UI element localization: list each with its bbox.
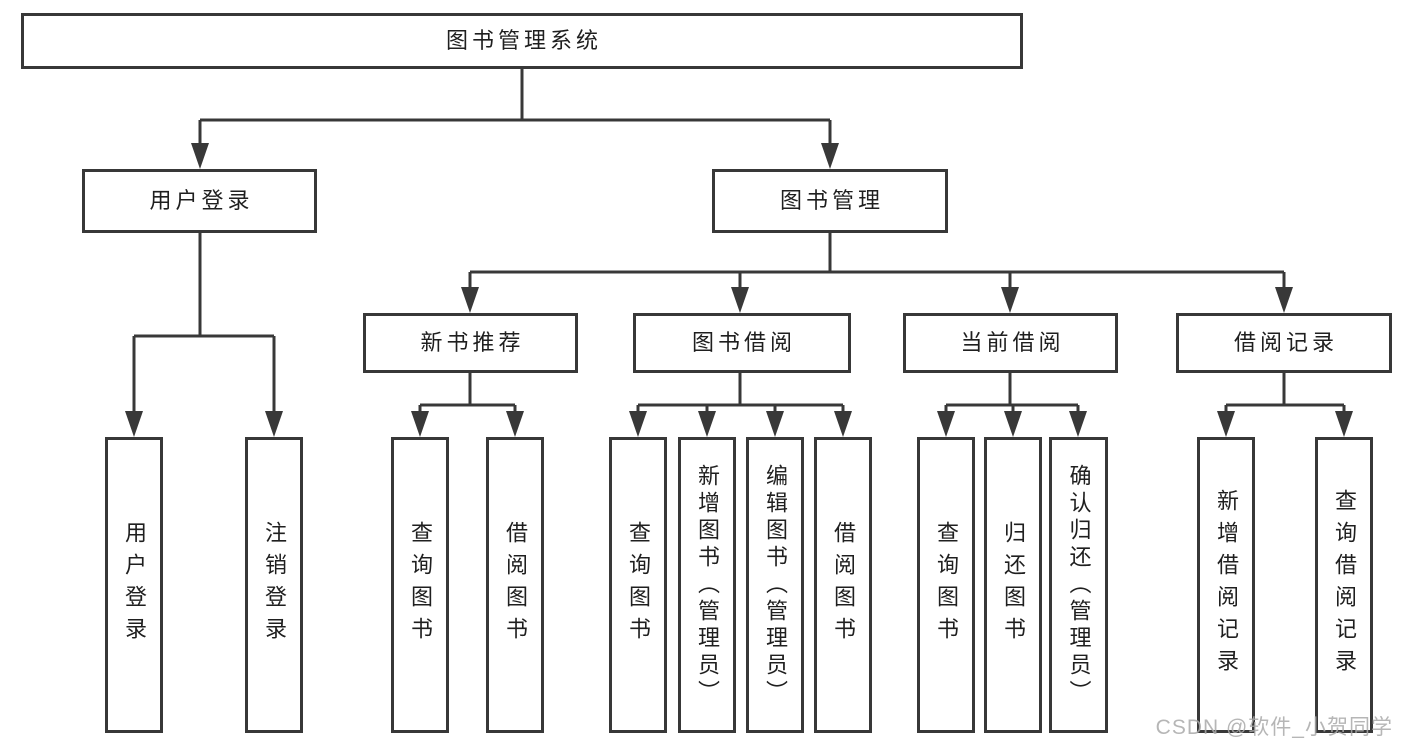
node-root: 图书管理系统: [21, 13, 1023, 69]
watermark: CSDN @软件_小贺同学: [1155, 716, 1393, 739]
leaf-borrow-books: 借阅图书: [814, 437, 872, 733]
leaf-add-borrow-record: 新增借阅记录: [1197, 437, 1255, 733]
leaf-query-books-current: 查询图书: [917, 437, 975, 733]
leaf-query-books-rec: 查询图书: [391, 437, 449, 733]
leaf-confirm-return-admin: 确认归还（管理员）: [1049, 437, 1108, 733]
leaf-query-books-borrow: 查询图书: [609, 437, 667, 733]
node-new-book-rec: 新书推荐: [363, 313, 578, 373]
arrowheads: [125, 143, 1353, 437]
leaf-logout: 注销登录: [245, 437, 303, 733]
leaf-return-books: 归还图书: [984, 437, 1042, 733]
node-user-login: 用户登录: [82, 169, 317, 233]
leaf-query-borrow-record: 查询借阅记录: [1315, 437, 1373, 733]
node-current-borrow: 当前借阅: [903, 313, 1118, 373]
connector-shafts: [132, 69, 1346, 418]
leaf-borrow-books-rec: 借阅图书: [486, 437, 544, 733]
leaf-edit-books-admin: 编辑图书（管理员）: [746, 437, 804, 733]
node-borrow-record: 借阅记录: [1176, 313, 1392, 373]
leaf-user-login: 用户登录: [105, 437, 163, 733]
node-book-mgmt: 图书管理: [712, 169, 948, 233]
node-book-borrow: 图书借阅: [633, 313, 851, 373]
leaf-add-books-admin: 新增图书（管理员）: [678, 437, 736, 733]
